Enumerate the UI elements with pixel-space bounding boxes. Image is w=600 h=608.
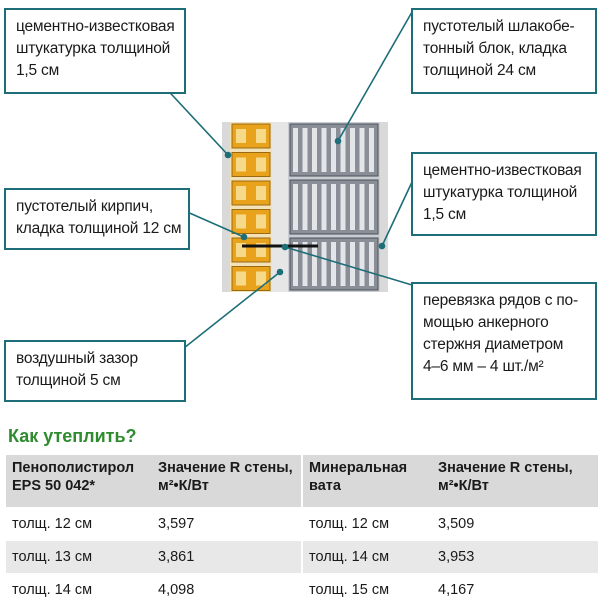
header-mineral-wool: Минеральная вата xyxy=(301,455,432,507)
cell-eps-thickness: толщ. 12 см xyxy=(6,506,152,540)
wall-section-diagram xyxy=(159,11,413,349)
callout-text: тонный блок, кладка xyxy=(423,40,567,57)
air-gap-layer xyxy=(272,122,288,292)
callout-text: 4–6 мм – 4 шт./м² xyxy=(423,358,544,375)
brick xyxy=(231,237,271,263)
header-r-wool: Значение R стены, м²•К/Вт xyxy=(432,455,598,507)
cell-wool-r: 3,509 xyxy=(432,506,598,540)
outer-plaster-layer xyxy=(222,122,230,292)
callout-block: пустотелый шлакобе- тонный блок, кладка … xyxy=(411,8,597,94)
inner-plaster-layer xyxy=(380,122,388,292)
cell-wool-thickness: толщ. 15 см xyxy=(301,572,432,606)
callout-text: воздушный зазор xyxy=(16,350,138,367)
cell-eps-r: 4,098 xyxy=(152,572,302,606)
cell-wool-r: 4,167 xyxy=(432,572,598,606)
table-row: толщ. 12 см 3,597 толщ. 12 см 3,509 xyxy=(6,506,598,540)
callout-text: пустотелый шлакобе- xyxy=(423,18,575,35)
brick-column xyxy=(230,122,272,292)
callout-air-gap: воздушный зазор толщиной 5 см xyxy=(4,340,186,402)
brick-mortar xyxy=(230,122,272,292)
brick xyxy=(231,152,271,177)
callout-text: пустотелый кирпич, xyxy=(16,198,153,215)
callout-text: толщиной 5 см xyxy=(16,372,121,389)
callout-outer-plaster: цементно-известковая штукатурка толщиной… xyxy=(4,8,186,94)
callout-text: штукатурка толщиной xyxy=(16,40,171,57)
callout-text: кладка толщиной 12 см xyxy=(16,220,182,237)
callout-brick: пустотелый кирпич, кладка толщиной 12 см xyxy=(4,188,190,250)
callout-text: толщиной 24 см xyxy=(423,62,536,79)
brick xyxy=(231,180,271,206)
block-column xyxy=(288,122,380,292)
cell-wool-thickness: толщ. 12 см xyxy=(301,506,432,540)
brick xyxy=(231,266,271,291)
block xyxy=(289,179,379,235)
callout-text: мощью анкерного xyxy=(423,314,549,331)
cell-wool-thickness: толщ. 14 см xyxy=(301,539,432,573)
table-row: толщ. 13 см 3,861 толщ. 14 см 3,953 xyxy=(6,539,598,573)
callout-text: стержня диаметром xyxy=(423,336,564,353)
callout-inner-plaster: цементно-известковая штукатурка толщиной… xyxy=(411,152,597,236)
table-header-row: Пенополистирол EPS 50 042* Значение R ст… xyxy=(6,455,598,507)
callout-text: 1,5 см xyxy=(16,62,60,79)
cell-eps-r: 3,861 xyxy=(152,539,302,573)
cell-wool-r: 3,953 xyxy=(432,539,598,573)
brick xyxy=(231,123,271,149)
leader-lines xyxy=(159,11,413,349)
section-title: Как утеплить? xyxy=(8,426,137,446)
block xyxy=(289,123,379,177)
brick xyxy=(231,209,271,234)
cell-eps-thickness: толщ. 13 см xyxy=(6,539,152,573)
header-eps: Пенополистирол EPS 50 042* xyxy=(6,455,152,507)
header-r-eps: Значение R стены, м²•К/Вт xyxy=(152,455,302,507)
block xyxy=(289,237,379,291)
cell-eps-thickness: толщ. 14 см xyxy=(6,572,152,606)
callout-text: перевязка рядов с по- xyxy=(423,292,578,309)
cell-eps-r: 3,597 xyxy=(152,506,302,540)
callout-text: цементно-известковая xyxy=(16,18,175,35)
callout-text: 1,5 см xyxy=(423,206,467,223)
table-row: толщ. 14 см 4,098 толщ. 15 см 4,167 xyxy=(6,572,598,606)
callout-text: штукатурка толщиной xyxy=(423,184,578,201)
callout-anchor: перевязка рядов с по- мощью анкерного ст… xyxy=(411,282,597,400)
insulation-table: Пенополистирол EPS 50 042* Значение R ст… xyxy=(6,455,598,606)
callout-text: цементно-известковая xyxy=(423,162,582,179)
